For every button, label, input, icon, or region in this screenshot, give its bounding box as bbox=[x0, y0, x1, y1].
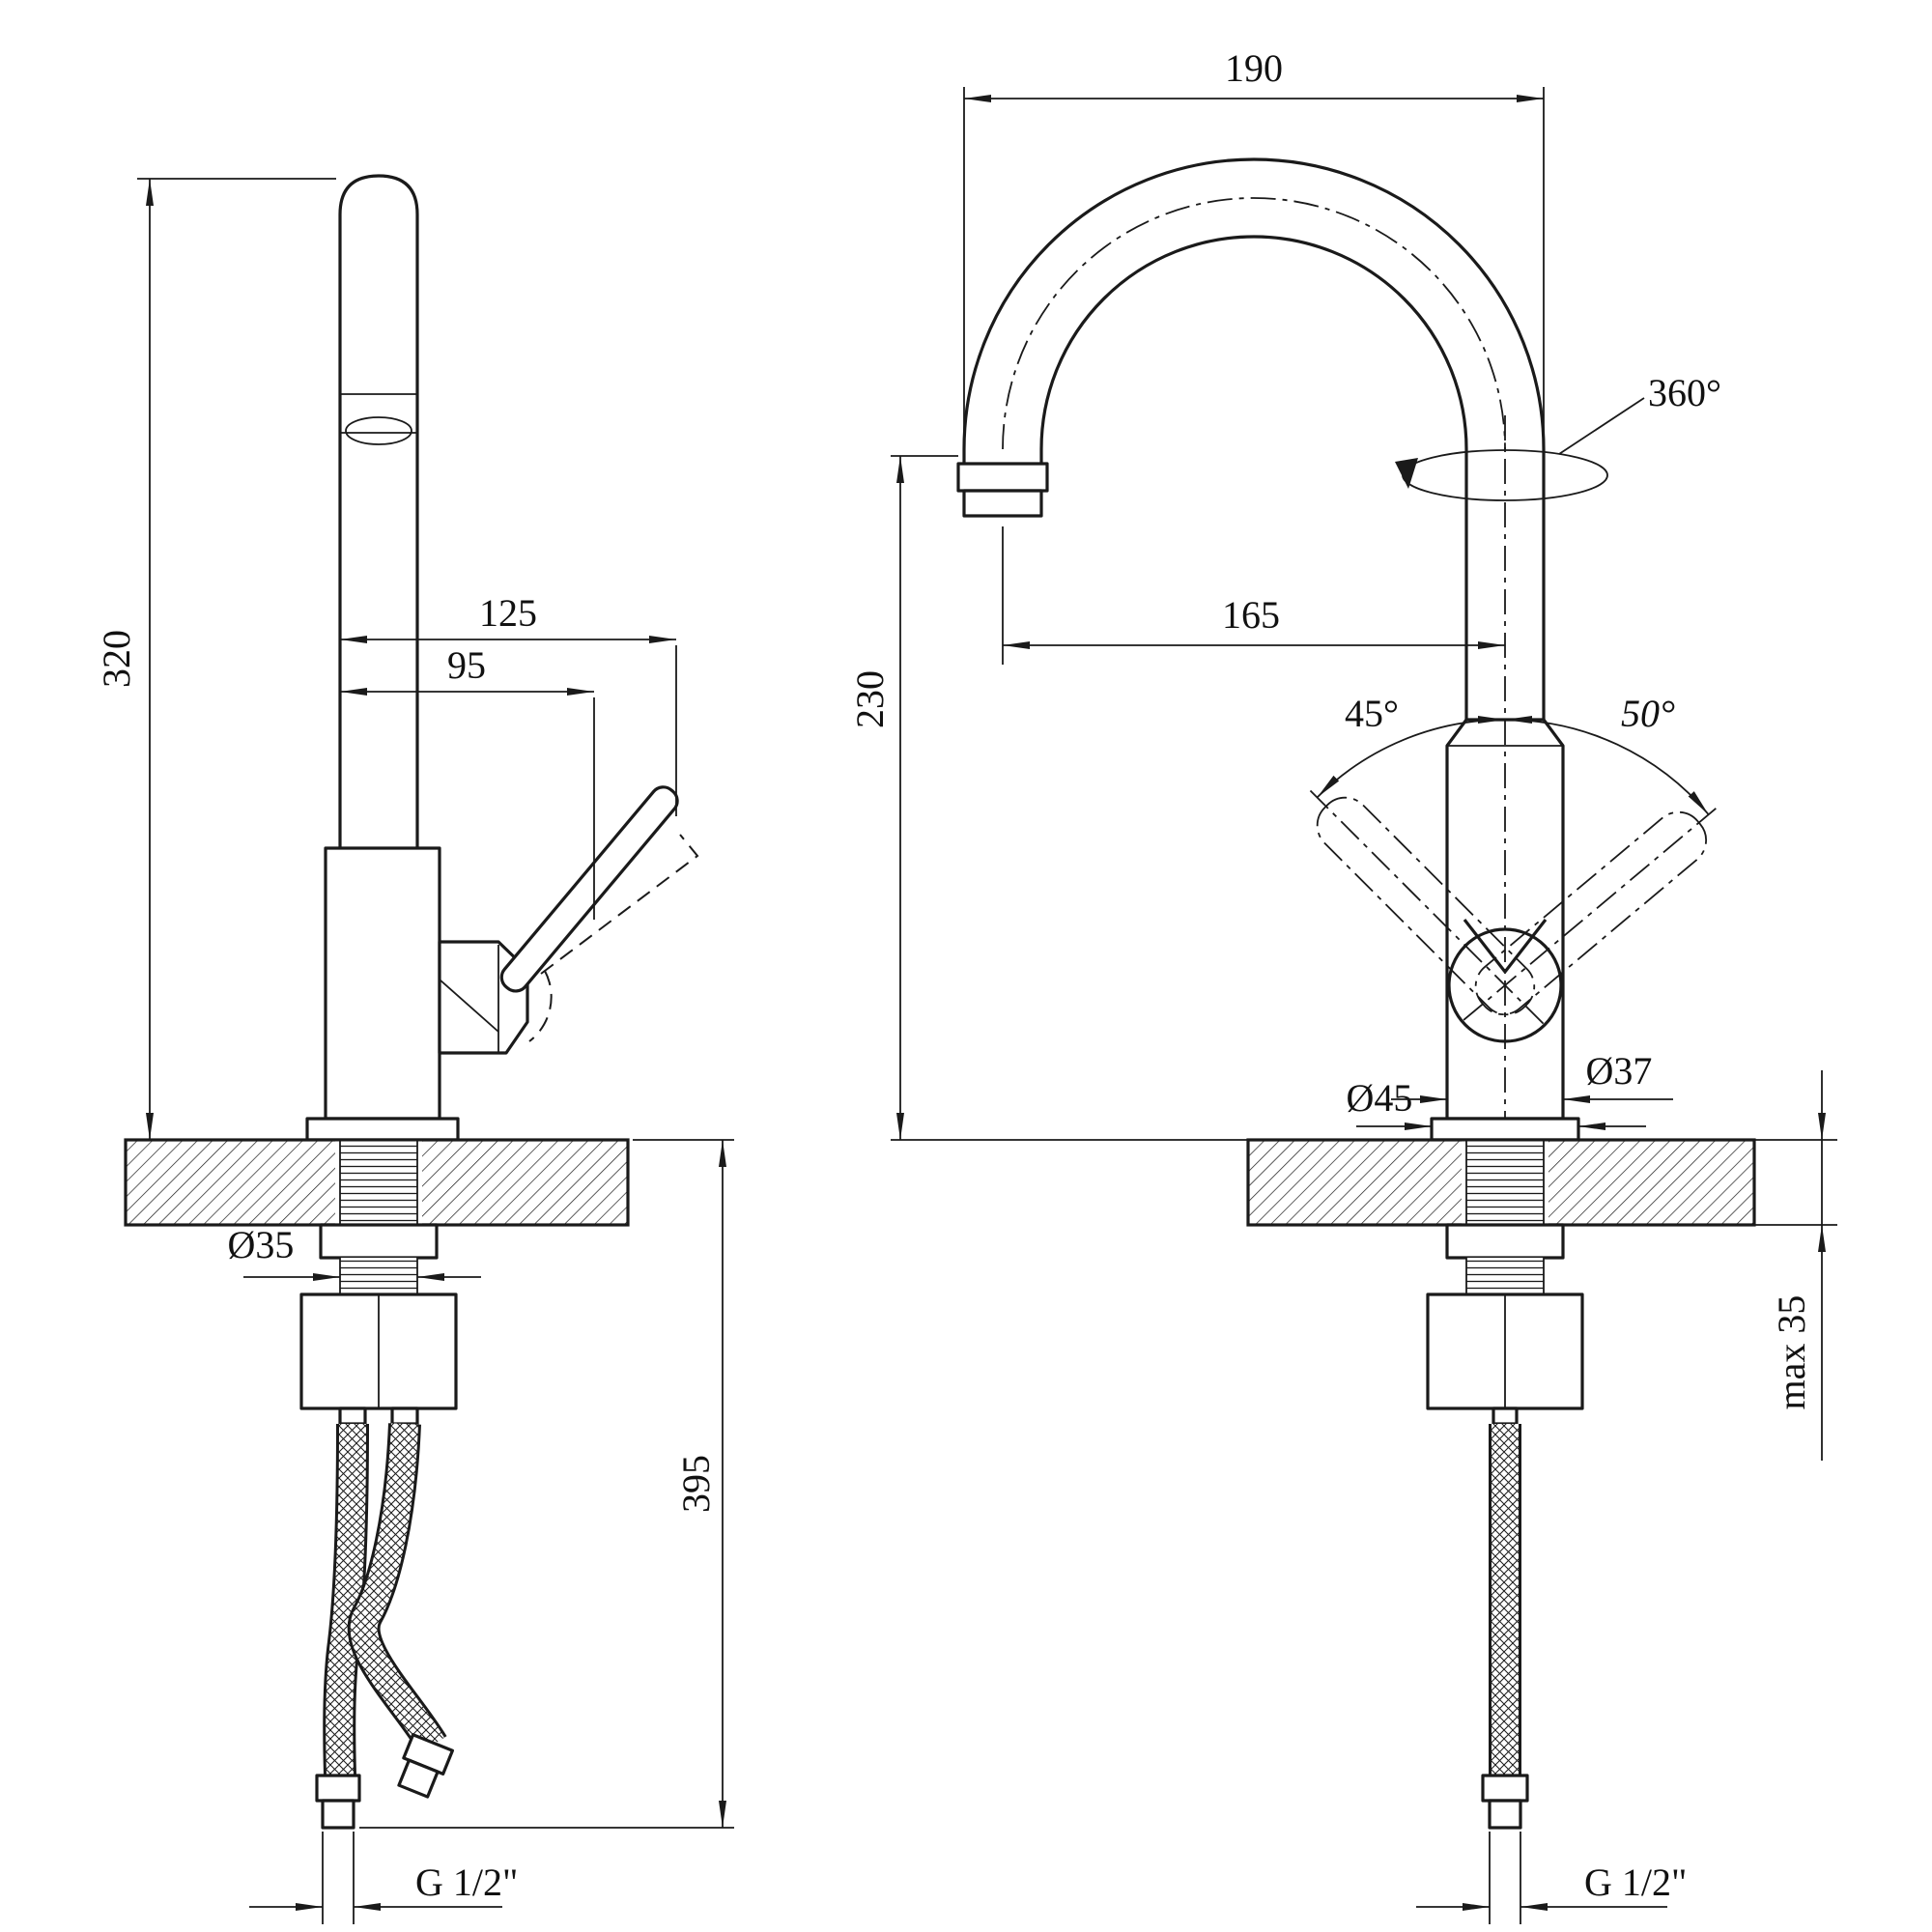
dim-below-deck-length: 395 bbox=[674, 1455, 718, 1513]
aerator-tip bbox=[962, 489, 1043, 518]
hose-end-fitting bbox=[397, 1733, 454, 1799]
dim-swivel-angle: 360° bbox=[1648, 371, 1721, 414]
front-view-dimensions: 190 230 165 360° 45° 50° Ø45 Ø37 bbox=[848, 46, 1837, 1924]
swivel-arrowhead bbox=[1395, 458, 1418, 489]
dim-overall-height: 320 bbox=[95, 630, 138, 688]
spout-riser bbox=[338, 174, 419, 848]
hose-end-fitting bbox=[315, 1774, 361, 1830]
spout-tip bbox=[956, 462, 1049, 493]
side-view-faucet-outline bbox=[305, 174, 699, 1142]
side-view-mounting-hardware bbox=[299, 1223, 458, 1426]
faucet-body bbox=[324, 846, 441, 1121]
side-view-dimensions: 320 125 95 Ø35 395 G 1/2" bbox=[95, 178, 734, 1924]
dim-handle-swing-right: 50° bbox=[1621, 692, 1675, 735]
threaded-shank bbox=[340, 1141, 417, 1224]
front-view-hose bbox=[1481, 1424, 1529, 1830]
dim-handle-reach: 95 bbox=[447, 643, 486, 687]
handle-phantom-right bbox=[1461, 808, 1717, 1022]
dim-thread-size: G 1/2" bbox=[415, 1861, 518, 1904]
front-view-counter bbox=[1246, 1138, 1756, 1227]
dim-spout-reach-front: 165 bbox=[1222, 593, 1280, 637]
dim-outlet-height: 230 bbox=[848, 670, 892, 728]
dim-thread-size-front: G 1/2" bbox=[1584, 1861, 1687, 1904]
base-flange bbox=[305, 1117, 460, 1142]
mounting-washer bbox=[319, 1223, 439, 1260]
side-view-hoses bbox=[315, 1423, 454, 1830]
dim-max-deck-thickness: max 35 bbox=[1770, 1295, 1813, 1410]
base-flange-front bbox=[1430, 1117, 1580, 1142]
hose-end-fitting-front bbox=[1481, 1774, 1529, 1830]
dim-spout-width: 190 bbox=[1225, 46, 1283, 90]
dim-handle-swing-left: 45° bbox=[1345, 692, 1399, 735]
threaded-shank-front bbox=[1466, 1141, 1544, 1224]
front-view-mounting-hardware bbox=[1426, 1223, 1584, 1426]
spout-inner-arc bbox=[1039, 235, 1468, 450]
dim-body-diameter: Ø37 bbox=[1586, 1049, 1653, 1093]
front-view: 190 230 165 360° 45° 50° Ø45 Ø37 bbox=[848, 46, 1837, 1924]
aerator-outlet bbox=[345, 416, 412, 445]
side-view-counter bbox=[124, 1138, 630, 1227]
lever-handle bbox=[499, 785, 679, 993]
dim-spout-reach: 125 bbox=[479, 591, 537, 635]
spout-outer-arc bbox=[962, 157, 1546, 450]
mounting-washer-front bbox=[1445, 1223, 1565, 1260]
dim-hole-diameter: Ø35 bbox=[228, 1223, 295, 1266]
dim-base-diameter: Ø45 bbox=[1347, 1076, 1413, 1120]
side-view: 320 125 95 Ø35 395 G 1/2" bbox=[95, 174, 734, 1924]
spout-centerline bbox=[1002, 197, 1506, 450]
